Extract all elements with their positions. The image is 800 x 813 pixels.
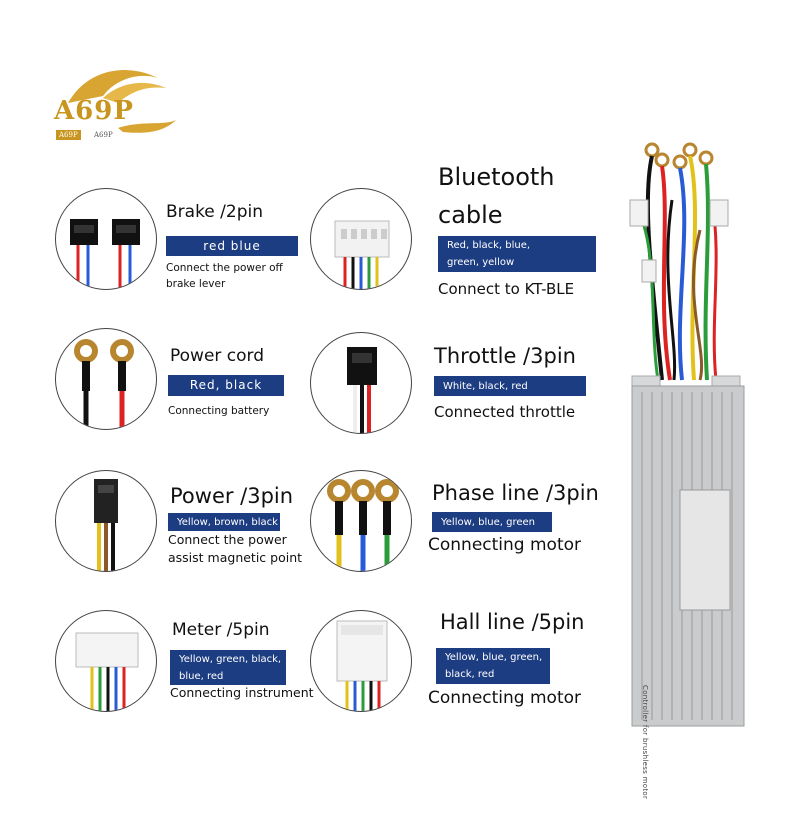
meter-badge: Yellow, green, black, blue, red [170, 650, 286, 685]
brake-title: Brake /2pin [166, 202, 264, 222]
phase-line-desc: Connecting motor [428, 535, 581, 555]
bluetooth-connector-icon [334, 220, 390, 289]
bluetooth-badge-line-2: green, yellow [447, 257, 515, 268]
hall-line-icon [336, 620, 388, 711]
brake-desc-line-1: Connect the power off [166, 262, 283, 274]
brake-badge: red blue [166, 236, 298, 256]
meter-connector-image [55, 610, 157, 712]
logo-text: A69P [54, 96, 134, 126]
meter-connector-icon [75, 632, 139, 711]
bluetooth-title-line-2: cable [438, 201, 503, 229]
bluetooth-badge-line-1: Red, black, blue, [447, 240, 531, 251]
power-assist-desc-line-1: Connect the power [168, 532, 287, 547]
power-cord-badge-line: Red, black [189, 378, 263, 392]
throttle-badge: White, black, red [434, 376, 586, 396]
logo-small-caption: A69P [94, 131, 113, 139]
controller-image: Controller for brushless motor [612, 140, 762, 799]
brake-desc-line-2: brake lever [166, 278, 226, 290]
power-assist-connector-image [55, 470, 157, 572]
throttle-connector-icon [347, 347, 377, 433]
phase-line-badge: Yellow, blue, green [432, 512, 552, 532]
hall-line-badge: Yellow, blue, green, black, red [436, 648, 550, 684]
phase-line-icon [327, 479, 399, 571]
power-assist-badge-line: Yellow, brown, black [177, 516, 278, 528]
power-cord-badge: Red, black [168, 375, 284, 396]
power-cord-title: Power cord [170, 346, 265, 366]
power-assist-title: Power /3pin [170, 484, 294, 508]
meter-badge-line-2: blue, red [179, 670, 224, 682]
meter-badge-line-1: Yellow, green, black, [179, 653, 282, 665]
hall-line-image [310, 610, 412, 712]
power-assist-desc-line-2: assist magnetic point [168, 550, 303, 565]
brake-connector-image [55, 188, 157, 290]
power-assist-badge: Yellow, brown, black [168, 513, 280, 531]
meter-desc: Connecting instrument [170, 685, 314, 700]
brand-logo: A69P A69P A69P [48, 58, 178, 148]
brake-desc: Connect the power off brake lever [166, 260, 283, 292]
bluetooth-title: Bluetooth cable [438, 158, 555, 234]
throttle-badge-line: White, black, red [443, 380, 528, 392]
power-cord-desc: Connecting battery [168, 405, 270, 417]
throttle-title: Throttle /3pin [434, 344, 576, 368]
power-cord-icon [74, 339, 134, 429]
controller-label: Controller for brushless motor [641, 685, 649, 800]
hall-line-desc: Connecting motor [428, 688, 581, 708]
throttle-connector-image [310, 332, 412, 434]
logo-small-tag: A69P [56, 130, 81, 140]
hall-line-badge-line-1: Yellow, blue, green, [445, 652, 543, 663]
bluetooth-title-line-1: Bluetooth [438, 163, 555, 191]
phase-line-title: Phase line /3pin [432, 481, 599, 505]
meter-title: Meter /5pin [172, 620, 270, 640]
hall-line-title: Hall line /5pin [440, 610, 585, 634]
phase-line-badge-line: Yellow, blue, green [441, 516, 535, 528]
brake-badge-line: red blue [203, 238, 261, 253]
hall-line-badge-line-2: black, red [445, 669, 495, 680]
phase-line-image [310, 470, 412, 572]
logo-swoosh-icon [68, 70, 176, 133]
throttle-desc: Connected throttle [434, 403, 576, 421]
bluetooth-desc: Connect to KT-BLE [438, 280, 575, 298]
controller-wires-icon [629, 142, 745, 727]
bluetooth-connector-image [310, 188, 412, 290]
power-assist-desc: Connect the power assist magnetic point [168, 531, 302, 567]
power-assist-connector-icon [94, 479, 118, 571]
power-cord-image [55, 328, 157, 430]
bluetooth-badge: Red, black, blue, green, yellow [438, 236, 596, 272]
brake-connector-icon [70, 219, 140, 289]
